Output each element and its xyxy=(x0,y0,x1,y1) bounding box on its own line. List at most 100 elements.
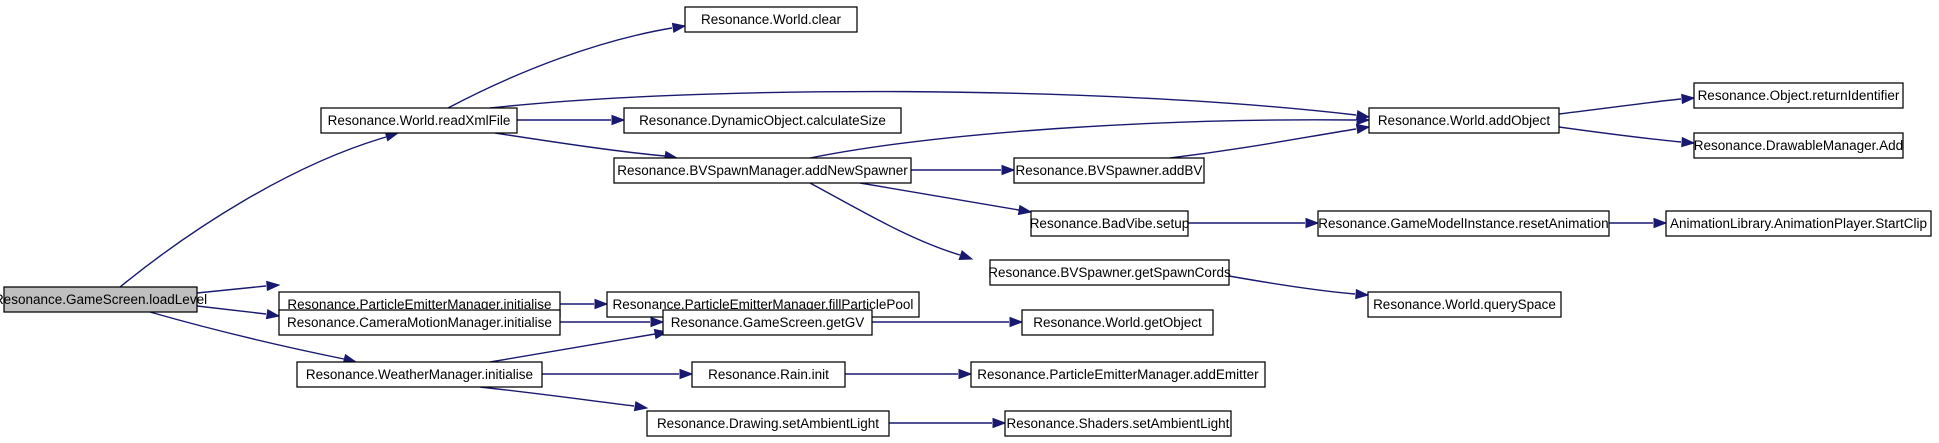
svg-text:AnimationLibrary.AnimationPlay: AnimationLibrary.AnimationPlayer.StartCl… xyxy=(1670,216,1927,231)
edge-line xyxy=(479,386,635,407)
edge-weatherInit-to-setAmbDraw xyxy=(479,386,649,412)
edge-line xyxy=(196,305,267,315)
edge-loadLevel-to-camInit xyxy=(196,305,281,320)
edge-loadLevel-to-readXml xyxy=(119,131,400,288)
edge-badVibe-to-resetAnim xyxy=(1188,217,1320,229)
arrowhead-icon xyxy=(958,368,973,380)
edge-line xyxy=(1558,126,1682,143)
edge-rainInit-to-addEmitter xyxy=(845,368,973,380)
arrowhead-icon xyxy=(1009,316,1024,328)
edge-line xyxy=(119,136,387,288)
svg-text:Resonance.CameraMotionManager.: Resonance.CameraMotionManager.initialise xyxy=(287,315,552,330)
arrowhead-icon xyxy=(1017,204,1033,216)
arrowhead-icon xyxy=(679,368,694,380)
edge-spawnCords-to-querySpace xyxy=(1228,275,1370,300)
svg-text:Resonance.Rain.init: Resonance.Rain.init xyxy=(708,367,829,382)
svg-text:Resonance.ParticleEmitterManag: Resonance.ParticleEmitterManager.fillPar… xyxy=(613,297,914,312)
edge-line xyxy=(489,333,656,363)
arrowhead-icon xyxy=(992,417,1007,429)
edge-line xyxy=(149,311,345,360)
edge-peInit-to-fillPool xyxy=(560,298,609,310)
svg-text:Resonance.World.getObject: Resonance.World.getObject xyxy=(1033,315,1202,330)
node-camera-motion-initialise[interactable]: Resonance.CameraMotionManager.initialise xyxy=(278,309,561,336)
edge-loadLevel-to-peInit xyxy=(196,280,281,294)
edge-line xyxy=(809,182,961,256)
node-add-new-spawner[interactable]: Resonance.BVSpawnManager.addNewSpawner xyxy=(613,157,912,184)
edge-line xyxy=(489,90,1357,116)
node-get-gv[interactable]: Resonance.GameScreen.getGV xyxy=(662,309,873,336)
svg-text:Resonance.BVSpawner.getSpawnCo: Resonance.BVSpawner.getSpawnCords xyxy=(988,265,1231,280)
node-start-clip[interactable]: AnimationLibrary.AnimationPlayer.StartCl… xyxy=(1665,210,1932,237)
node-rain-init[interactable]: Resonance.Rain.init xyxy=(691,361,846,388)
node-get-spawn-cords[interactable]: Resonance.BVSpawner.getSpawnCords xyxy=(988,259,1231,286)
edge-resetAnim-to-startClip xyxy=(1609,217,1668,229)
svg-text:Resonance.Drawing.setAmbientLi: Resonance.Drawing.setAmbientLight xyxy=(657,416,879,431)
svg-text:Resonance.Shaders.setAmbientLi: Resonance.Shaders.setAmbientLight xyxy=(1007,416,1230,431)
node-loadLevel[interactable]: Resonance.GameScreen.loadLevel xyxy=(0,286,207,313)
edge-readXml-to-worldClear xyxy=(447,22,687,109)
arrowhead-icon xyxy=(671,22,687,34)
svg-text:Resonance.WeatherManager.initi: Resonance.WeatherManager.initialise xyxy=(306,367,533,382)
arrowhead-icon xyxy=(958,250,974,261)
edge-weatherInit-to-rainInit xyxy=(542,368,694,380)
edge-getGV-to-getObject xyxy=(872,316,1024,328)
node-shaders-set-ambient-light[interactable]: Resonance.Shaders.setAmbientLight xyxy=(1004,410,1232,437)
arrowhead-icon xyxy=(1681,93,1696,105)
node-weather-initialise[interactable]: Resonance.WeatherManager.initialise xyxy=(296,361,543,388)
edge-readXml-to-calcSize xyxy=(517,114,626,126)
arrowhead-icon xyxy=(633,400,649,412)
edge-addNewSpawner-to-addBV xyxy=(911,164,1016,176)
arrowhead-icon xyxy=(265,308,281,320)
node-world-add-object[interactable]: Resonance.World.addObject xyxy=(1368,107,1560,134)
edge-loadLevel-to-weatherInit xyxy=(149,311,358,365)
node-reset-animation[interactable]: Resonance.GameModelInstance.resetAnimati… xyxy=(1317,210,1610,237)
arrowhead-icon xyxy=(1681,136,1696,148)
svg-text:Resonance.World.clear: Resonance.World.clear xyxy=(701,12,842,27)
svg-text:Resonance.Object.returnIdentif: Resonance.Object.returnIdentifier xyxy=(1698,88,1900,103)
node-drawing-set-ambient-light[interactable]: Resonance.Drawing.setAmbientLight xyxy=(646,410,890,437)
svg-text:Resonance.DynamicObject.calcul: Resonance.DynamicObject.calculateSize xyxy=(639,113,886,128)
arrowhead-icon xyxy=(1355,288,1370,300)
node-add-bv[interactable]: Resonance.BVSpawner.addBV xyxy=(1013,157,1205,184)
node-bad-vibe-setup[interactable]: Resonance.BadVibe.setup xyxy=(1030,210,1190,237)
svg-text:Resonance.World.addObject: Resonance.World.addObject xyxy=(1378,113,1551,128)
arrowhead-icon xyxy=(1355,123,1371,135)
node-world-get-object[interactable]: Resonance.World.getObject xyxy=(1021,309,1214,336)
arrowhead-icon xyxy=(266,280,281,292)
svg-text:Resonance.GameScreen.getGV: Resonance.GameScreen.getGV xyxy=(671,315,865,330)
edge-line xyxy=(809,119,1357,159)
arrowhead-icon xyxy=(1356,114,1371,126)
edge-line xyxy=(859,182,1020,211)
edge-addNewSpawner-to-spawnCords xyxy=(809,182,974,261)
node-drawable-manager-add[interactable]: Resonance.DrawableManager.Add xyxy=(1693,132,1904,159)
edge-line xyxy=(196,285,267,294)
edge-setAmbDraw-to-setAmbShad xyxy=(889,417,1007,429)
edge-readXml-to-addObject xyxy=(489,90,1371,121)
edge-line xyxy=(1558,98,1682,115)
svg-text:Resonance.BadVibe.setup: Resonance.BadVibe.setup xyxy=(1030,216,1190,231)
arrowhead-icon xyxy=(611,114,626,126)
svg-text:Resonance.World.querySpace: Resonance.World.querySpace xyxy=(1373,297,1556,312)
node-return-identifier[interactable]: Resonance.Object.returnIdentifier xyxy=(1693,82,1904,109)
node-query-space[interactable]: Resonance.World.querySpace xyxy=(1367,291,1562,318)
edge-line xyxy=(1169,128,1357,159)
svg-text:Resonance.GameModelInstance.re: Resonance.GameModelInstance.resetAnimati… xyxy=(1318,216,1608,231)
node-world-clear[interactable]: Resonance.World.clear xyxy=(684,6,858,33)
arrowhead-icon xyxy=(1653,217,1668,229)
node-add-emitter[interactable]: Resonance.ParticleEmitterManager.addEmit… xyxy=(970,361,1266,388)
edge-line xyxy=(447,27,673,109)
edge-line xyxy=(1228,275,1356,295)
svg-text:Resonance.GameScreen.loadLevel: Resonance.GameScreen.loadLevel xyxy=(0,292,207,307)
arrowhead-icon xyxy=(1001,164,1016,176)
node-calculate-size[interactable]: Resonance.DynamicObject.calculateSize xyxy=(623,107,902,134)
svg-text:Resonance.DrawableManager.Add: Resonance.DrawableManager.Add xyxy=(1694,138,1903,153)
edge-addObject-to-returnId xyxy=(1558,93,1696,115)
edge-addObject-to-drawAdd xyxy=(1558,126,1696,148)
edge-addNewSpawner-to-addObject xyxy=(809,114,1371,159)
svg-text:Resonance.BVSpawnManager.addNe: Resonance.BVSpawnManager.addNewSpawner xyxy=(617,163,908,178)
edge-line xyxy=(494,132,666,157)
arrowhead-icon xyxy=(594,298,609,310)
node-readXmlFile[interactable]: Resonance.World.readXmlFile xyxy=(320,107,518,134)
edge-addBV-to-addObject xyxy=(1169,123,1371,159)
